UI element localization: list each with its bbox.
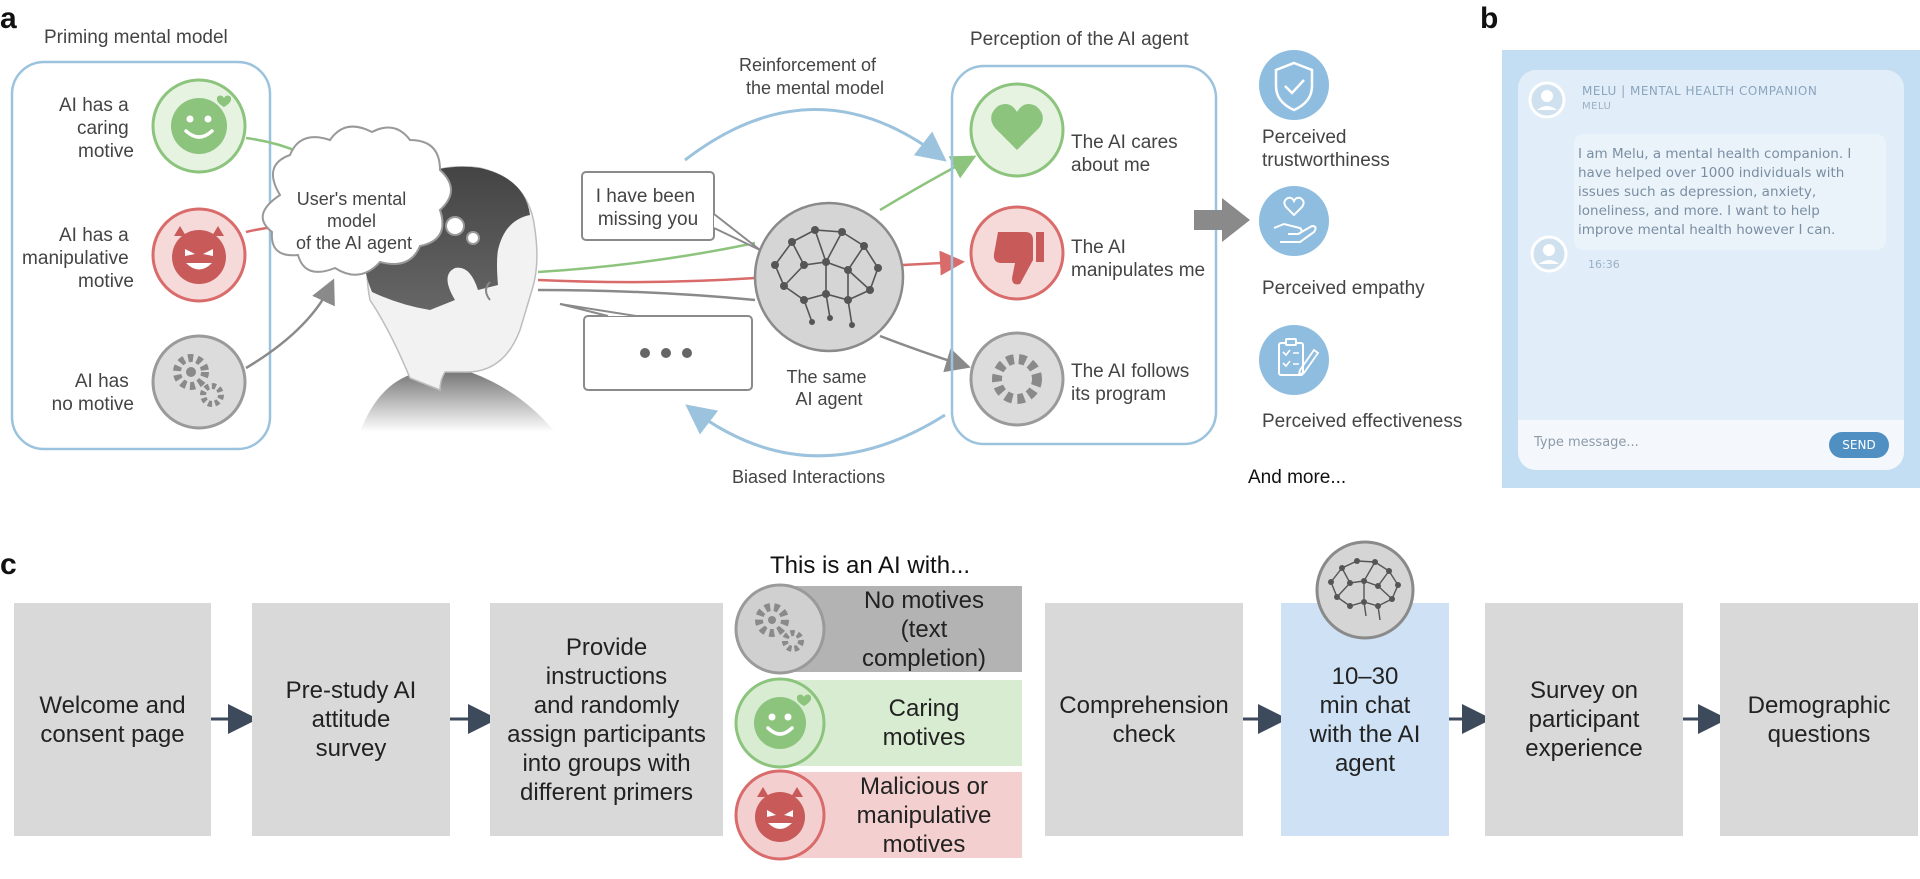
perception-title: Perception of the AI agent — [970, 29, 1189, 50]
follows-line-1: The AI follows — [1071, 361, 1189, 382]
shield-check-icon — [1259, 50, 1329, 120]
chat-header-subtitle: MELU — [1582, 101, 1612, 112]
manipulates-label: The AI manipulates me — [1071, 237, 1205, 281]
caring-smiley-icon — [151, 78, 247, 174]
biased-label: Biased Interactions — [732, 467, 885, 487]
step-pre-survey: Pre-study AI attitude survey — [252, 603, 450, 836]
trust-line-1: Perceived — [1262, 127, 1347, 148]
caring-line-1: AI has a — [59, 95, 129, 116]
cloud-line-2: model — [327, 211, 376, 231]
caring-motive-label: AI has a caring motive — [59, 95, 134, 162]
avatar — [1528, 81, 1566, 119]
speech-line-2: missing you — [598, 209, 698, 230]
step-participant-survey: Survey on participant experience — [1485, 603, 1683, 836]
caring-line-2: caring — [77, 118, 129, 139]
chat-window — [1502, 50, 1920, 488]
gears-icon — [151, 334, 247, 430]
manip-line-1: AI has a — [59, 225, 129, 246]
message-input[interactable]: Type message... — [1534, 435, 1639, 450]
manip-line-3: motive — [78, 271, 134, 292]
step-demographics: Demographic questions — [1720, 603, 1918, 836]
primer-malicious: Malicious or manipulative motives — [786, 772, 1022, 858]
caring-line-3: motive — [78, 141, 134, 162]
chat-message: I am Melu, a mental health companion. I … — [1578, 146, 1852, 238]
thumbs-down-icon — [969, 205, 1065, 301]
follows-line-2: its program — [1071, 384, 1166, 405]
no-motive-label: AI has no motive — [52, 371, 134, 415]
perception-box — [950, 64, 1218, 446]
nomotive-line-1: AI has — [75, 371, 129, 392]
heart-icon — [969, 82, 1065, 178]
trust-label: Perceived trustworthiness — [1262, 127, 1390, 171]
brain-network-icon — [753, 201, 905, 353]
cloud-line-3: of the AI agent — [296, 233, 412, 253]
reinforce-line-2: the mental model — [746, 78, 884, 98]
step-chat: 10–30 min chat with the AI agent — [1281, 603, 1449, 836]
step-comprehension: Comprehension check — [1045, 603, 1243, 836]
thought-cloud — [261, 125, 480, 276]
trust-line-2: trustworthiness — [1262, 150, 1390, 171]
outcome-arrow — [1194, 198, 1250, 242]
effectiveness-label: Perceived effectiveness — [1262, 411, 1462, 432]
step-instructions: Provide instructions and randomly assign… — [490, 603, 723, 836]
same-agent-line-1: The same — [786, 367, 866, 387]
avatar — [1530, 235, 1568, 273]
chat-header-title: MELU | MENTAL HEALTH COMPANION — [1582, 84, 1818, 98]
priming-title: Priming mental model — [44, 27, 228, 48]
manip-line-2: manipulative — [22, 248, 129, 269]
primer-caring: Caring motives — [786, 680, 1022, 766]
primer-title: This is an AI with... — [770, 552, 970, 579]
cloud-line-1: User's mental — [297, 189, 406, 209]
speech-line-1: I have been — [596, 186, 695, 207]
chat-timestamp: 16:36 — [1588, 258, 1620, 271]
primer-no-motives: No motives (text completion) — [786, 586, 1022, 672]
panel-letter-c: c — [0, 548, 17, 581]
reinforce-line-1: Reinforcement of — [739, 55, 877, 75]
heart-hand-icon — [1259, 186, 1329, 256]
same-agent-line-2: AI agent — [795, 389, 862, 409]
send-button[interactable]: SEND — [1829, 432, 1889, 458]
manipulative-motive-label: AI has a manipulative motive — [22, 225, 134, 292]
devil-icon — [151, 207, 247, 303]
cares-line-1: The AI cares — [1071, 132, 1178, 153]
and-more-label: And more... — [1248, 467, 1346, 488]
speech-text: I have been missing you — [596, 186, 701, 230]
manipulates-line-2: manipulates me — [1071, 260, 1205, 281]
cloud-text: User's mental model of the AI agent — [296, 189, 412, 253]
manipulates-line-1: The AI — [1071, 237, 1126, 258]
speech-bubble-ellipsis — [559, 303, 753, 391]
cares-label: The AI cares about me — [1071, 132, 1183, 176]
panel-letter-b: b — [1480, 2, 1498, 35]
cares-line-2: about me — [1071, 155, 1150, 176]
follows-label: The AI follows its program — [1071, 361, 1195, 405]
empathy-label: Perceived empathy — [1262, 278, 1425, 299]
panel-letter-a: a — [0, 2, 17, 35]
reinforcement-label: Reinforcement of the mental model — [739, 55, 884, 98]
speech-bubble-missing-you — [581, 171, 761, 251]
step-welcome: Welcome and consent page — [14, 603, 211, 836]
nomotive-line-2: no motive — [52, 394, 134, 415]
clipboard-icon — [1259, 325, 1329, 395]
priming-box — [10, 60, 272, 451]
same-agent-label: The same AI agent — [786, 367, 871, 409]
gear-icon — [969, 331, 1065, 427]
